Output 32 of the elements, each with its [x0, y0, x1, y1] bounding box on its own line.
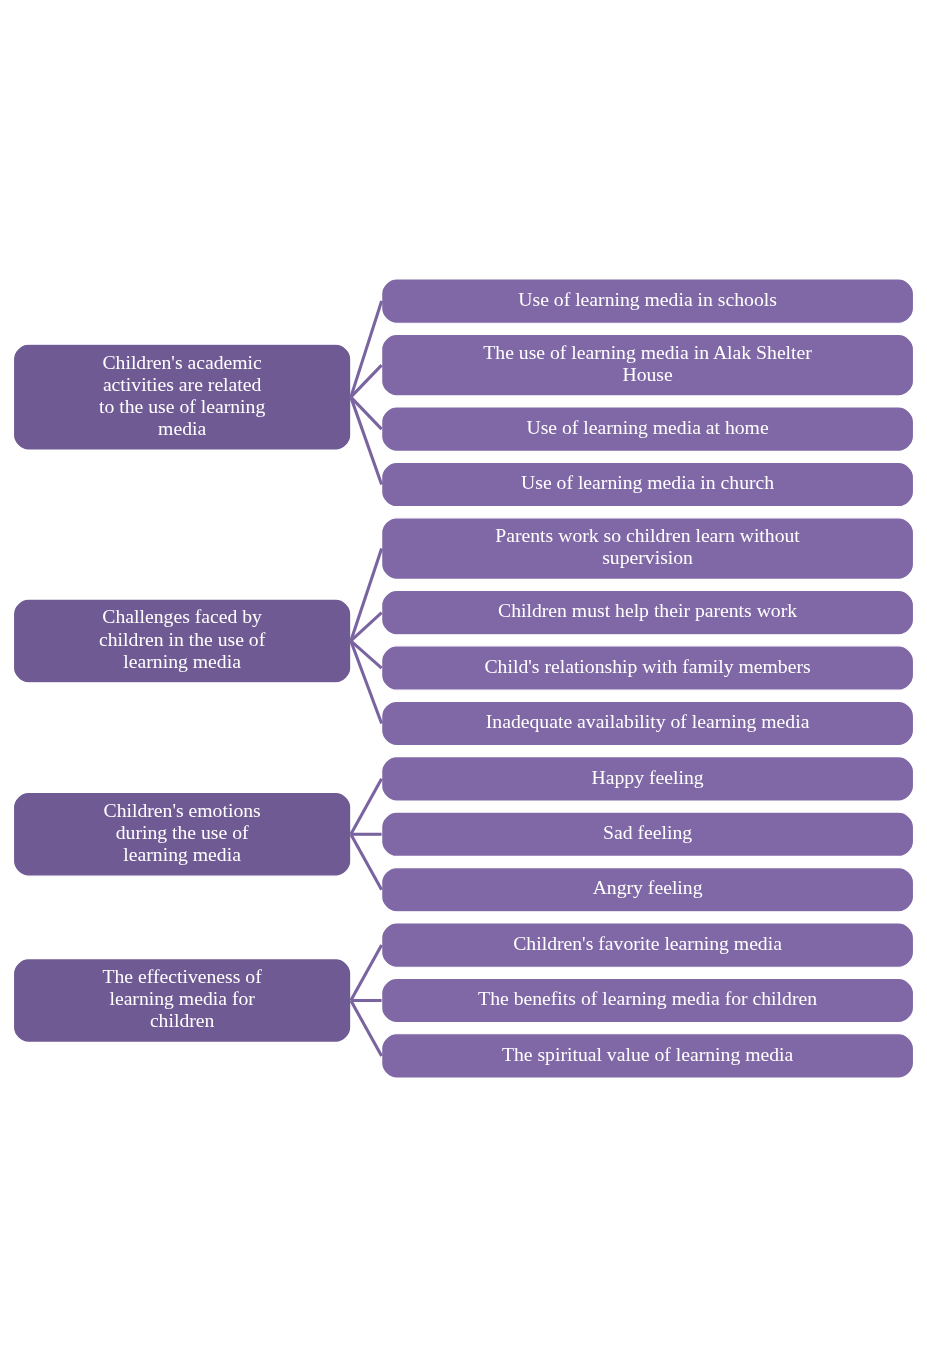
connector [349, 944, 383, 1002]
connector [349, 833, 383, 891]
node-box: Children must help their parents work [381, 589, 915, 636]
node-box: The benefits of learning media for children [381, 977, 915, 1024]
connector [349, 396, 384, 486]
node-box: Inadequate availability of learning media [381, 700, 915, 747]
node-box: The effectiveness of learning media for children [12, 958, 352, 1043]
node-box: Child's relationship with family members [381, 645, 915, 691]
node-box: Challenges faced by children in the use of learning media [12, 598, 352, 684]
connector [350, 832, 382, 836]
node-box: Use of learning media at home [381, 406, 915, 452]
connector [349, 396, 383, 431]
node-box: Parents work so children learn without supervision [381, 517, 915, 580]
node-box: Angry feeling [381, 866, 915, 913]
node-box: Use of learning media in church [381, 461, 915, 508]
node-box: The spiritual value of learning media [381, 1033, 915, 1079]
node-box: Happy feeling [381, 756, 915, 802]
node-box: Sad feeling [381, 811, 915, 858]
node-box: Use of learning media in schools [381, 278, 915, 324]
connector [349, 548, 384, 642]
node-box: Children's emotions during the use of learning media [12, 791, 352, 877]
node-box: Children's favorite learning media [381, 922, 915, 968]
connector [349, 639, 383, 670]
connector [349, 778, 383, 835]
connector [349, 640, 384, 724]
node-box: The use of learning media in Alak Shelter House [381, 333, 915, 397]
connector [349, 300, 384, 398]
connector [349, 611, 383, 643]
connector [349, 999, 383, 1057]
connector [349, 364, 383, 399]
connector [350, 998, 382, 1003]
node-box: Children's academic activities are related to the use of learning media [12, 343, 352, 451]
